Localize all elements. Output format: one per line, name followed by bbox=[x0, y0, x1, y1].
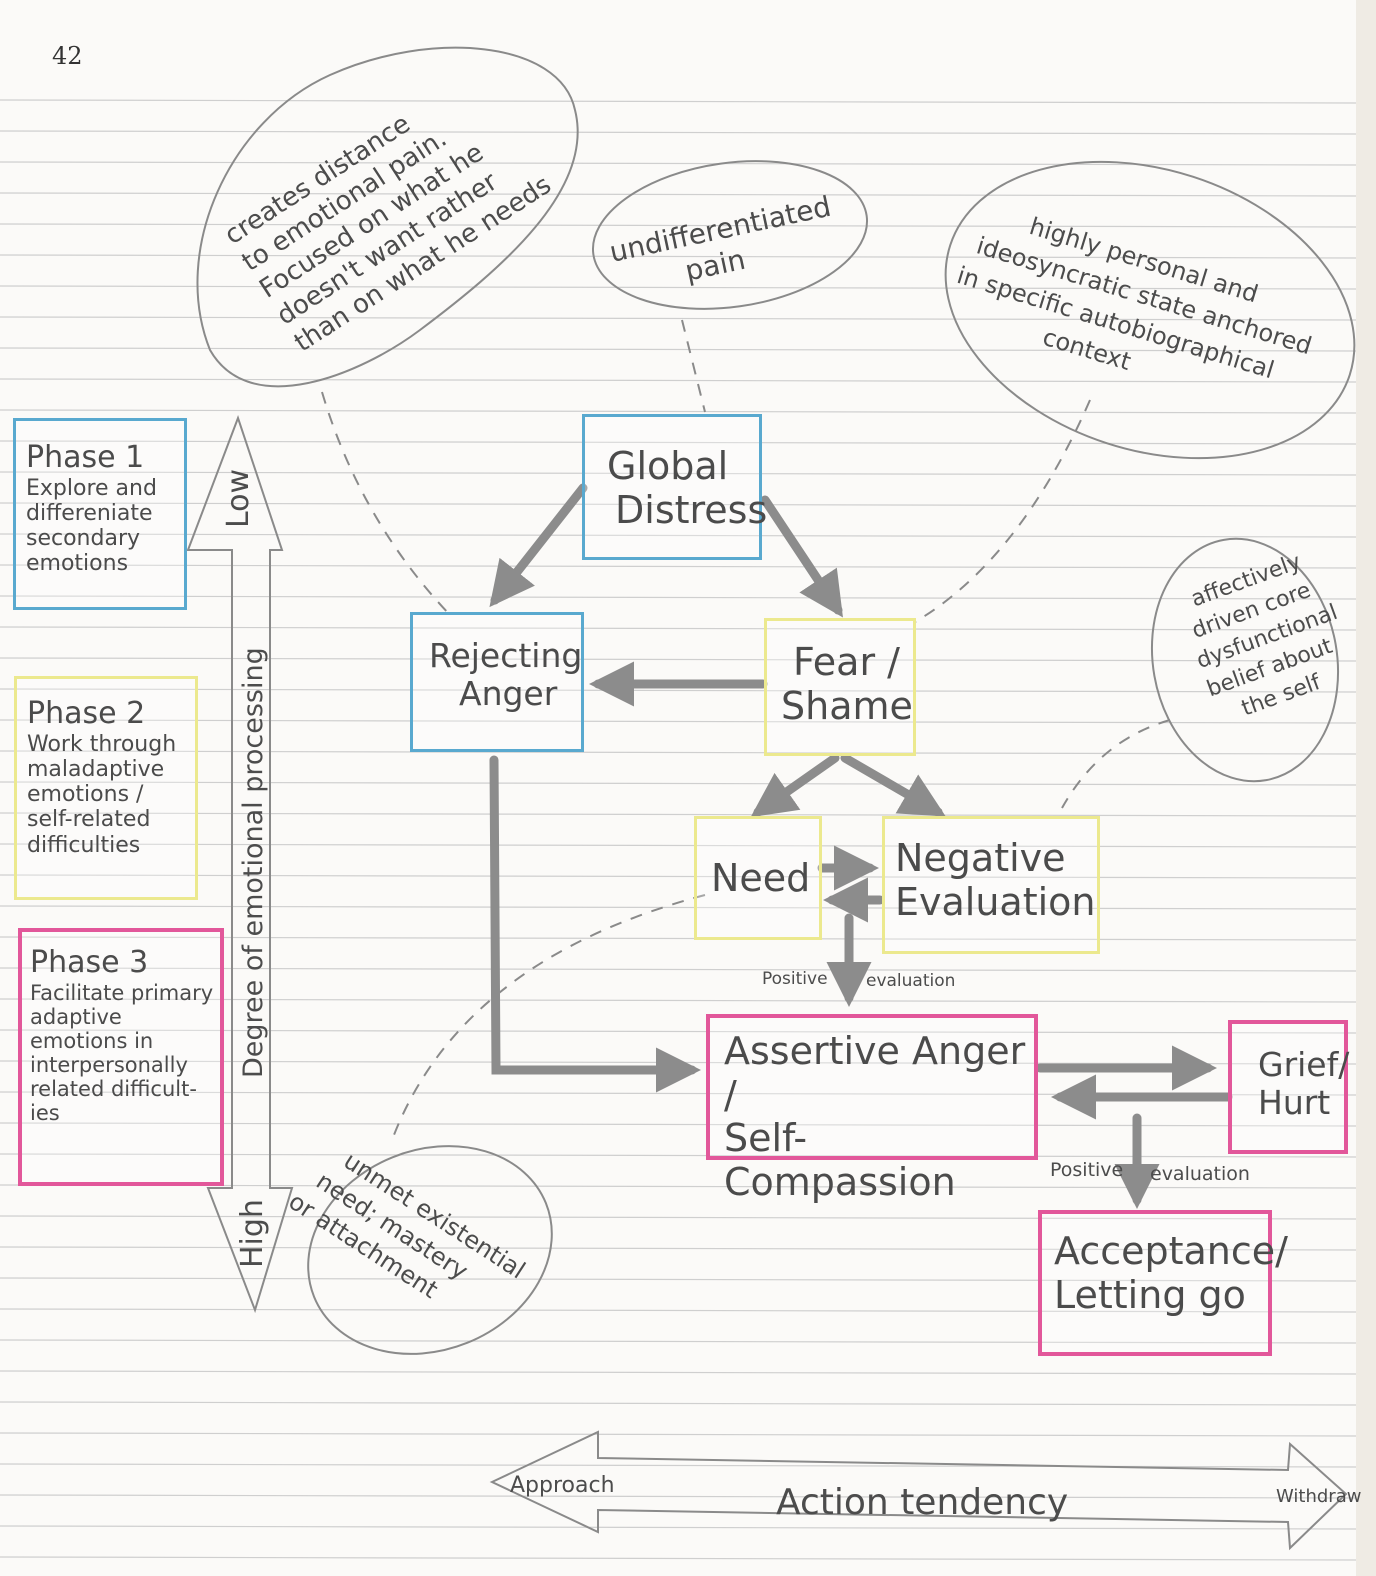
node-label-line: Hurt bbox=[1258, 1082, 1331, 1122]
node-global-distress: Global Distress bbox=[582, 414, 768, 560]
ruled-line bbox=[0, 843, 1357, 848]
ruled-line bbox=[0, 657, 1357, 662]
ruled-line bbox=[0, 130, 1357, 135]
ruled-line bbox=[0, 1153, 1357, 1158]
phase-2-box: Phase 2 Work through maladaptive emotion… bbox=[14, 676, 198, 900]
ruled-line bbox=[0, 1215, 1357, 1220]
dashed-connectors bbox=[321, 319, 1171, 1141]
ruled-line bbox=[0, 1432, 1357, 1437]
ruled-line bbox=[0, 688, 1357, 693]
ruled-line bbox=[0, 378, 1357, 383]
ruled-line bbox=[0, 1277, 1357, 1282]
action-withdraw-label: Withdraw bbox=[1276, 1486, 1361, 1507]
node-acceptance: Acceptance/ Letting go bbox=[1038, 1210, 1288, 1356]
bubble-highly-personal: highly personal and ideosyncratic state … bbox=[944, 160, 1356, 460]
ruled-line bbox=[0, 347, 1357, 352]
ruled-line bbox=[0, 99, 1357, 104]
ruled-line bbox=[0, 564, 1357, 569]
ruled-line bbox=[0, 1122, 1357, 1127]
axis-high-label: High bbox=[235, 1199, 270, 1268]
ruled-line bbox=[0, 998, 1357, 1003]
bubble-undifferentiated-pain: undifferentiated pain bbox=[591, 160, 869, 310]
ruled-line bbox=[0, 1029, 1357, 1034]
ruled-line bbox=[0, 502, 1357, 507]
ruled-line bbox=[0, 967, 1357, 972]
node-assertive-anger: Assertive Anger / Self-Compassion bbox=[706, 1014, 1038, 1204]
bubble-unmet-need: unmet existential need; mastery or attac… bbox=[284, 1145, 553, 1355]
bubble-creates-distance: creates distance to emotional pain. Focu… bbox=[196, 46, 579, 388]
ruled-line bbox=[0, 409, 1357, 414]
node-label-line: Evaluation bbox=[895, 879, 1096, 924]
phase-3-title: Phase 3 bbox=[30, 945, 149, 980]
ruled-line bbox=[0, 254, 1357, 259]
action-tendency-label: Action tendency bbox=[776, 1482, 1068, 1523]
ruled-line bbox=[0, 905, 1357, 910]
ruled-line bbox=[0, 1339, 1357, 1344]
node-label-line: Anger bbox=[459, 673, 558, 713]
node-label-line: Grief/ bbox=[1258, 1045, 1350, 1084]
ruled-lines bbox=[0, 99, 1357, 1561]
flow-arrows bbox=[489, 483, 1233, 1209]
action-tendency-arrow: Approach Action tendency Withdraw bbox=[489, 1430, 1361, 1551]
page-number: 42 bbox=[52, 42, 83, 70]
ruled-line bbox=[0, 874, 1357, 879]
processing-axis-arrow bbox=[186, 415, 294, 1314]
node-label-line: Global bbox=[607, 444, 729, 488]
node-label-line: Rejecting bbox=[429, 636, 583, 675]
ruled-line bbox=[0, 192, 1357, 197]
ruled-line bbox=[0, 1494, 1357, 1499]
node-label-line: Acceptance/ bbox=[1054, 1229, 1288, 1273]
phase-1-title: Phase 1 bbox=[26, 440, 145, 475]
phase-2-title: Phase 2 bbox=[27, 696, 146, 731]
ruled-line bbox=[0, 626, 1357, 631]
node-label-line: Self-Compassion bbox=[724, 1116, 956, 1205]
node-label-line: Fear / bbox=[793, 640, 900, 684]
page-edge bbox=[1356, 0, 1376, 1576]
ruled-line bbox=[0, 1525, 1357, 1530]
ruled-line bbox=[0, 1308, 1357, 1313]
phase-1-box: Phase 1 Explore and differeniate seconda… bbox=[13, 418, 187, 610]
ruled-line bbox=[0, 533, 1357, 538]
ruled-line bbox=[0, 223, 1357, 228]
edge-label-evaluation-1: evaluation bbox=[866, 971, 955, 991]
ruled-line bbox=[0, 440, 1357, 445]
ruled-line bbox=[0, 285, 1357, 290]
ruled-line bbox=[0, 781, 1357, 786]
edge-label-positive-2: Positive bbox=[1050, 1159, 1123, 1181]
ruled-line bbox=[0, 1401, 1357, 1406]
ruled-line bbox=[0, 316, 1357, 321]
node-grief-hurt: Grief/ Hurt bbox=[1228, 1020, 1350, 1154]
axis-low-label: Low bbox=[221, 469, 256, 528]
node-negative-evaluation: Negative Evaluation bbox=[882, 816, 1100, 954]
ruled-line bbox=[0, 719, 1357, 724]
ruled-line bbox=[0, 750, 1357, 755]
node-label-line: Assertive Anger / bbox=[724, 1029, 1026, 1117]
ruled-line bbox=[0, 936, 1357, 941]
ruled-line bbox=[0, 1246, 1357, 1251]
edge-label-evaluation-2: evaluation bbox=[1150, 1163, 1250, 1185]
ruled-line bbox=[0, 1370, 1357, 1375]
ruled-line bbox=[0, 812, 1357, 817]
node-label-line: Letting go bbox=[1054, 1272, 1246, 1317]
node-label-line: Negative bbox=[895, 836, 1066, 880]
ruled-line bbox=[0, 1463, 1357, 1468]
node-label-line: Need bbox=[711, 856, 811, 900]
phase-3-desc: Facilitate primary adaptive emotions in … bbox=[30, 980, 214, 1126]
action-approach-label: Approach bbox=[510, 1473, 615, 1498]
node-label-line: Shame bbox=[781, 683, 913, 728]
ruled-line bbox=[0, 1556, 1357, 1561]
ruled-line bbox=[0, 595, 1357, 600]
node-fear-shame: Fear / Shame bbox=[764, 618, 916, 756]
phase-1-desc: Explore and differeniate secondary emoti… bbox=[26, 475, 157, 577]
axis-processing-label: Degree of emotional processing bbox=[238, 647, 269, 1078]
phase-2-desc: Work through maladaptive emotions / self… bbox=[27, 731, 177, 858]
ruled-line bbox=[0, 161, 1357, 166]
node-label-line: Distress bbox=[615, 487, 768, 532]
node-rejecting-anger: Rejecting Anger bbox=[410, 612, 584, 752]
phase-3-box: Phase 3 Facilitate primary adaptive emot… bbox=[18, 928, 224, 1186]
ruled-line bbox=[0, 471, 1357, 476]
node-need: Need bbox=[694, 816, 822, 940]
edge-label-positive-1: Positive bbox=[762, 969, 828, 989]
